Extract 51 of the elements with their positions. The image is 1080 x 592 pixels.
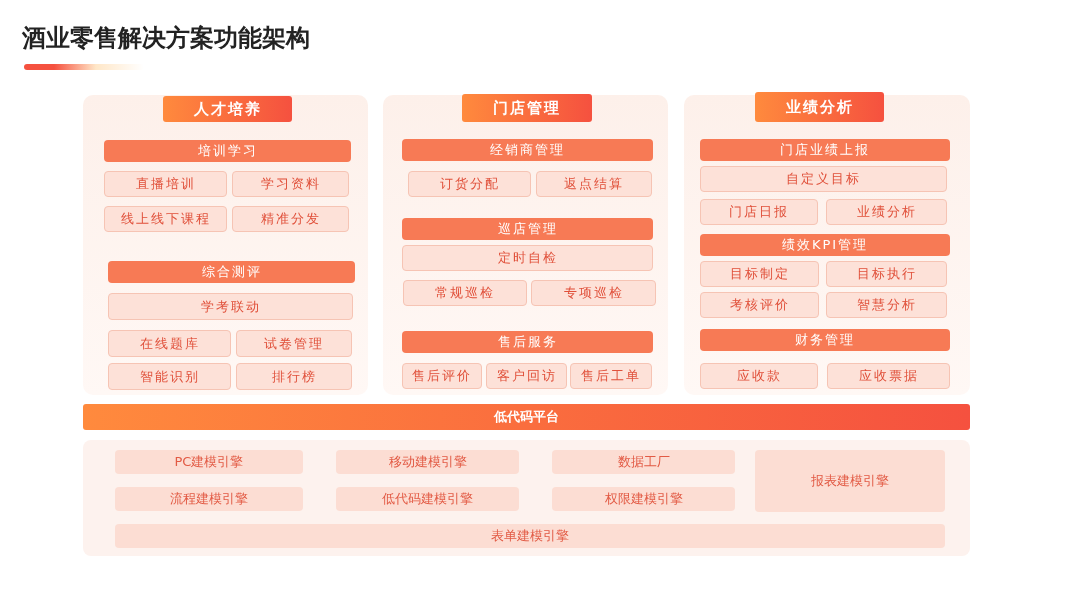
- panel-card: [383, 95, 668, 395]
- panel-title: 人才培养: [163, 96, 292, 122]
- section-header: 经销商管理: [402, 139, 653, 161]
- feature-tile: 订货分配: [408, 171, 531, 197]
- section-header: 售后服务: [402, 331, 653, 353]
- feature-tile: 智能识别: [108, 363, 231, 390]
- feature-tile: 专项巡检: [531, 280, 656, 306]
- section-header: 巡店管理: [402, 218, 653, 240]
- feature-tile: 试卷管理: [236, 330, 352, 357]
- section-header: 门店业绩上报: [700, 139, 950, 161]
- engine-panel: [83, 440, 970, 556]
- feature-tile: 客户回访: [486, 363, 567, 389]
- feature-tile: 考核评价: [700, 292, 819, 318]
- feature-tile: 线上线下课程: [104, 206, 227, 232]
- feature-tile: 自定义目标: [700, 166, 947, 192]
- feature-tile: 学考联动: [108, 293, 353, 320]
- section-header: 财务管理: [700, 329, 950, 351]
- feature-tile: 定时自检: [402, 245, 653, 271]
- panel-title: 业绩分析: [755, 92, 884, 122]
- feature-tile: 门店日报: [700, 199, 818, 225]
- engine-tile: 移动建模引擎: [336, 450, 519, 474]
- feature-tile: 学习资料: [232, 171, 349, 197]
- engine-tile: 数据工厂: [552, 450, 735, 474]
- section-header: 绩效KPI管理: [700, 234, 950, 256]
- feature-tile: 排行榜: [236, 363, 352, 390]
- feature-tile: 直播培训: [104, 171, 227, 197]
- page-title: 酒业零售解决方案功能架构: [22, 23, 310, 54]
- panel-card: [83, 95, 368, 395]
- section-header: 综合测评: [108, 261, 355, 283]
- section-header: 培训学习: [104, 140, 351, 162]
- panel-card: [684, 95, 970, 395]
- feature-tile: 智慧分析: [826, 292, 947, 318]
- feature-tile: 业绩分析: [826, 199, 947, 225]
- feature-tile: 应收票据: [827, 363, 950, 389]
- engine-tile: PC建模引擎: [115, 450, 303, 474]
- feature-tile: 在线题库: [108, 330, 231, 357]
- engine-tile: 低代码建模引擎: [336, 487, 519, 511]
- platform-bar: 低代码平台: [83, 404, 970, 430]
- feature-tile: 售后工单: [570, 363, 652, 389]
- engine-tile: 表单建模引擎: [115, 524, 945, 548]
- engine-tile: 流程建模引擎: [115, 487, 303, 511]
- feature-tile: 返点结算: [536, 171, 652, 197]
- engine-tile: 权限建模引擎: [552, 487, 735, 511]
- feature-tile: 目标制定: [700, 261, 819, 287]
- feature-tile: 目标执行: [826, 261, 947, 287]
- feature-tile: 常规巡检: [403, 280, 527, 306]
- feature-tile: 售后评价: [402, 363, 482, 389]
- feature-tile: 应收款: [700, 363, 818, 389]
- engine-tile: 报表建模引擎: [755, 450, 945, 512]
- feature-tile: 精准分发: [232, 206, 349, 232]
- panel-title: 门店管理: [462, 94, 592, 122]
